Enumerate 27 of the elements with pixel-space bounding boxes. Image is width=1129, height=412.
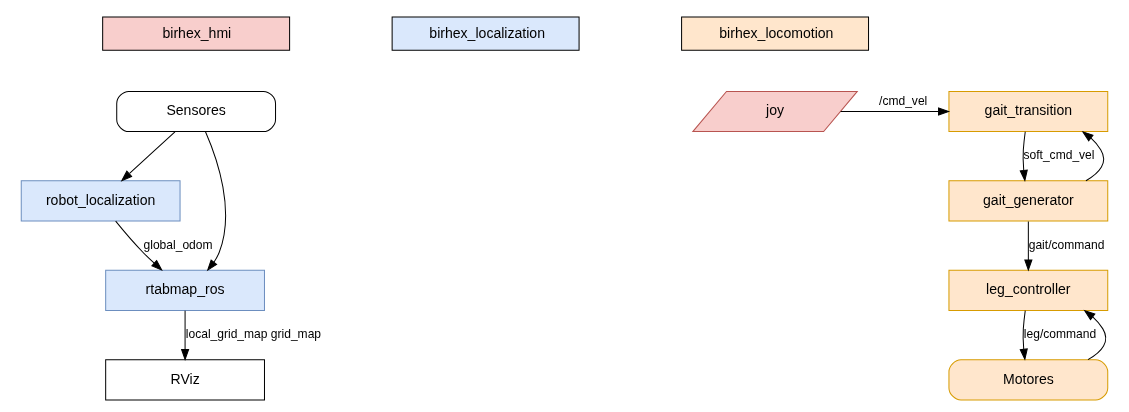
legend-label: birhex_hmi: [162, 24, 232, 41]
arrow: [205, 130, 227, 271]
arrow: [1019, 309, 1028, 361]
arrow: [840, 106, 951, 116]
arrow: [1081, 130, 1105, 181]
edge-label: leg/command: [1023, 326, 1097, 341]
node-box: gait_transition: [948, 90, 1109, 132]
node-box: Motores: [948, 358, 1109, 400]
edge-label: gait/command: [1028, 237, 1105, 252]
edge-label: /cmd_vel: [879, 93, 928, 108]
arrow: [1024, 220, 1033, 272]
edge-label: global_odom: [143, 237, 213, 252]
legend-label: birhex_locomotion: [719, 24, 834, 41]
node-box: Sensores: [116, 90, 277, 132]
arrow: [1083, 309, 1107, 360]
node-box: RViz: [105, 358, 265, 400]
arrow: [180, 309, 190, 361]
node-box: rtabmap_ros: [105, 269, 265, 311]
edge-label: soft_cmd_vel: [1023, 147, 1095, 162]
node-box: leg_controller: [948, 269, 1109, 311]
node-box: gait_generator: [948, 179, 1109, 222]
arrow: [120, 130, 176, 182]
arrow: [1019, 130, 1028, 182]
edge-label: local_grid_map grid_map: [185, 326, 322, 341]
node-box: robot_localization: [20, 179, 181, 222]
legend-label: birhex_localization: [429, 24, 546, 41]
arrow: [115, 220, 163, 271]
